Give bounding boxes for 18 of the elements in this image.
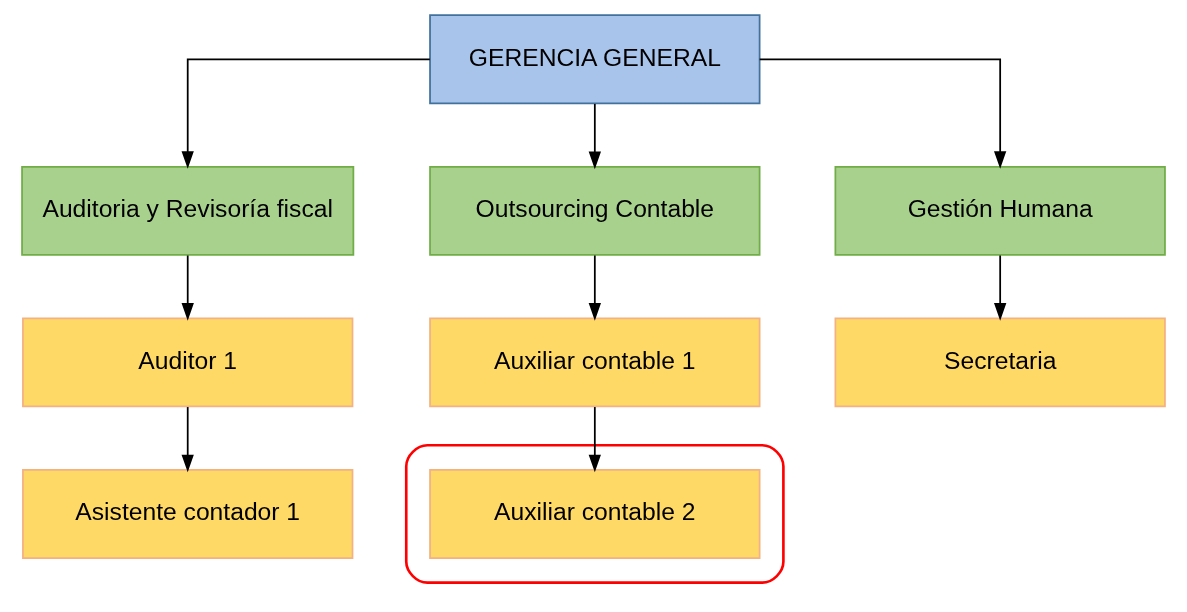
arrow <box>181 58 431 169</box>
node-box: Gestión Humana <box>834 165 1166 256</box>
node-box: Auxiliar contable 2 <box>429 469 761 559</box>
node-box: GERENCIA GENERAL <box>429 14 761 105</box>
arrow <box>588 406 601 473</box>
arrow <box>758 58 1007 169</box>
arrow <box>181 406 194 473</box>
arrow <box>181 254 194 321</box>
arrow <box>994 254 1007 321</box>
node-box: Asistente contador 1 <box>22 469 354 559</box>
node-box: Auditoria y Revisoría fiscal <box>21 165 355 256</box>
arrow <box>588 103 601 170</box>
node-box: Secretaria <box>834 317 1166 408</box>
node-box: Outsourcing Contable <box>429 165 761 256</box>
node-box: Auditor 1 <box>22 317 354 408</box>
node-box: Auxiliar contable 1 <box>429 317 761 408</box>
cluster <box>404 443 785 584</box>
arrow <box>588 254 601 321</box>
